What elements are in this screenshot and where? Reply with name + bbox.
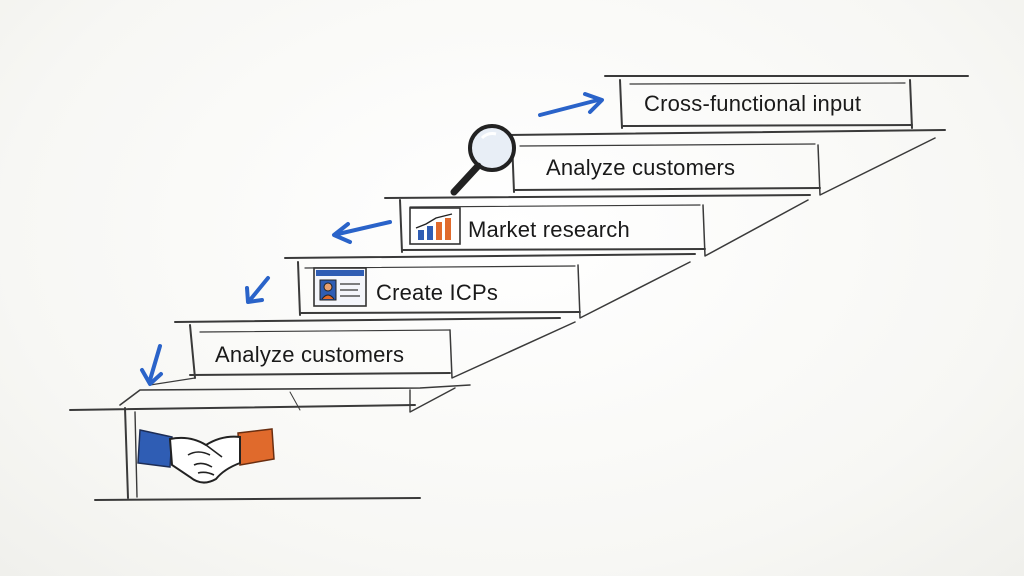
step-1 [69,384,471,501]
step-5-label: Analyze customers [546,155,736,180]
arrow-down-icon [140,344,163,386]
step-3 [284,253,696,319]
bar-chart-icon [409,207,461,245]
step-2-label: Analyze customers [215,342,405,367]
profile-card-icon [313,267,367,307]
step-4-label: Market research [468,217,630,242]
handshake-icon [137,428,275,484]
step-5 [504,129,946,196]
flow-arrows [140,92,604,386]
magnifying-glass-icon [450,124,516,196]
step-6-label: Cross-functional input [644,91,862,116]
step-3-label: Create ICPs [376,280,499,305]
step-6 [604,75,969,129]
arrow-left-icon [332,220,392,244]
step-4 [384,194,811,257]
step-2 [149,317,576,386]
arrow-right-icon [538,92,604,117]
arrow-down-left-icon [245,276,270,304]
